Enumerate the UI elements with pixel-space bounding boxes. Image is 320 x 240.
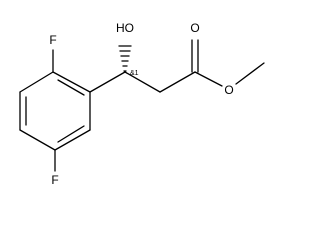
bond-methylene-to-carbonyl: [159, 71, 196, 93]
bond-ester-oxygen-to-methyl: [235, 62, 265, 85]
fluorine-top-label: F: [49, 33, 56, 47]
ring-double-bond-2: [57, 125, 85, 143]
hydroxyl-label: HO: [116, 21, 134, 35]
stereo-annotation-label: &1: [130, 70, 139, 77]
fluorine-bottom-label: F: [51, 173, 58, 187]
bond-ring-to-stereocenter: [89, 71, 126, 93]
chemical-structure: F F HO O O &1: [19, 21, 265, 188]
bond-carbonyl-to-ester-oxygen: [194, 71, 223, 87]
ester-oxygen-label: O: [224, 83, 233, 97]
ring-bond-1: [52, 71, 91, 93]
bond-stereocenter-to-methylene: [124, 71, 161, 93]
ring-bond-3: [54, 129, 91, 151]
benzene-ring: [19, 71, 91, 151]
ring-double-bond-1: [57, 79, 85, 96]
ring-bond-6: [19, 71, 54, 93]
carbonyl-oxygen-label: O: [190, 21, 199, 35]
ring-bond-4: [19, 129, 56, 151]
hashed-wedge-bond: [118, 45, 132, 72]
